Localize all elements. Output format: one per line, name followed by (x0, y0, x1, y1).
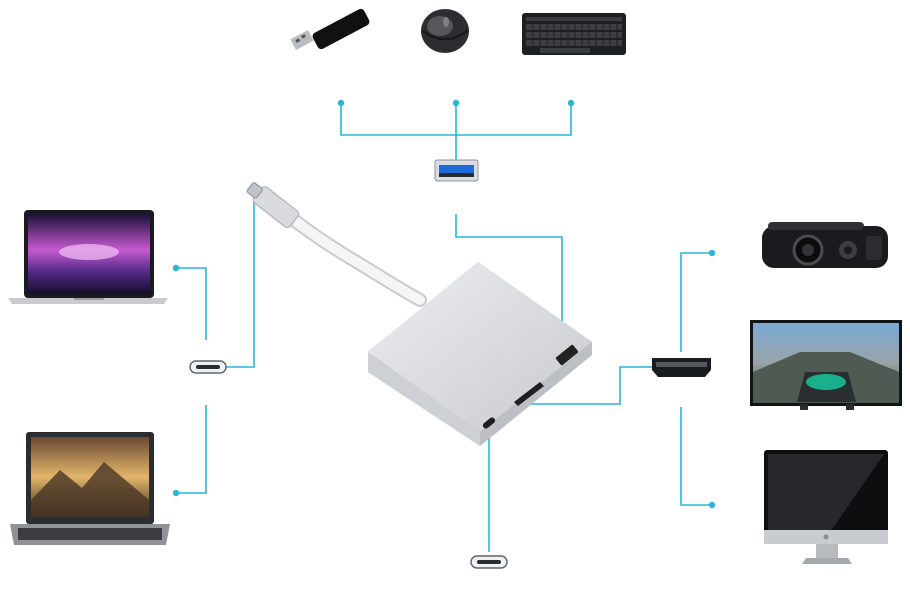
dot (708, 249, 716, 257)
line-hdmi-to-monitor (680, 407, 712, 506)
line-usb-port-to-hub (455, 214, 563, 350)
line-laptops-to-usbc-lower (176, 405, 207, 494)
line-hdmi-to-hub (528, 366, 652, 405)
dot (172, 489, 180, 497)
usb-a-port-icon (434, 159, 479, 182)
projector-icon (762, 222, 888, 268)
dot (172, 264, 180, 272)
usb-c-multiport-adapter-icon (246, 182, 592, 446)
keyboard-icon (522, 13, 626, 55)
line-hdmi-to-displays (680, 252, 712, 352)
usb-flash-drive-icon (290, 8, 370, 50)
dot (337, 99, 345, 107)
chromebook-laptop-icon (10, 432, 170, 545)
hdmi-plug-icon (652, 358, 711, 377)
television-icon (750, 320, 902, 410)
connector-lines (176, 103, 712, 552)
usb-c-plug-left-icon (189, 360, 227, 374)
line-laptops-to-usbc (176, 267, 207, 340)
dot (708, 501, 716, 509)
line-usbc-to-cable (224, 202, 255, 368)
dot (567, 99, 575, 107)
connector-dots (172, 99, 716, 509)
usb-c-plug-bottom-icon (470, 555, 508, 569)
macbook-laptop-icon (8, 210, 168, 304)
monitor-icon (764, 450, 888, 564)
dot (452, 99, 460, 107)
wireless-mouse-icon (421, 9, 469, 53)
